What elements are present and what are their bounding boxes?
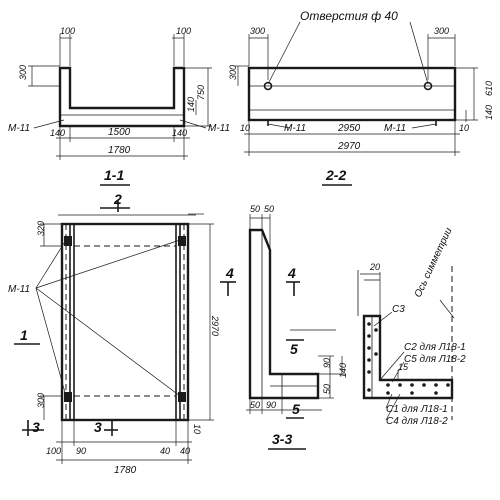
rebar-label-c1: С1 для Л18-1: [386, 404, 448, 415]
dim-plan-left-wall: 100: [46, 446, 61, 456]
detail-dim-15: 15: [398, 362, 409, 372]
section-2-2-outline: [247, 66, 457, 122]
section-3-3-outline: [248, 228, 320, 400]
plan-embed-bl-icon: [64, 392, 72, 402]
section-title-1-1: 1-1: [104, 167, 124, 183]
rebar-label-c2: С2 для Л18-1: [404, 342, 466, 353]
dim-1-1-bottom: 140: [186, 97, 196, 112]
detail-dim-top: 20: [369, 262, 380, 272]
dim-2-2-left-edge: 10: [240, 123, 250, 133]
hole-left-icon: [263, 81, 273, 91]
mark-3-3-five-a: 5: [290, 341, 298, 357]
rebar-dots: [367, 322, 450, 395]
mark-3-3-five-b: 5: [292, 401, 300, 417]
embed-label-1-1-left: M-11: [8, 123, 30, 134]
dim-plan-right-bottom: 10: [192, 424, 202, 434]
dim-3-3-right-c: 50: [322, 384, 332, 394]
dim-plan-right-wall: 40: [160, 446, 170, 456]
plan-embed-label: M-11: [8, 284, 30, 295]
plan-view: 2 1 3 3 M-11 320 2970 300 10 100 90 40 4…: [8, 191, 220, 476]
dim-1-1-inner-span: 1500: [108, 127, 131, 138]
embed-label-1-1-right: M-11: [208, 123, 230, 134]
dim-plan-bottom-offset: 300: [36, 393, 46, 408]
plan-embed-tr-icon: [178, 236, 186, 246]
dim-2-2-left-offset: 300: [250, 26, 265, 36]
dim-plan-overall: 1780: [114, 465, 137, 476]
rebar-detail: Ось симметрии 20 15 С3 С2 для Л18-1 С5 д…: [357, 226, 466, 427]
section-2-2: Отверстия ф 40 300 300 300 610 140 10 29…: [228, 9, 494, 186]
dim-3-3-bot-left: 50: [250, 400, 260, 410]
dim-2-2-top: 300: [228, 65, 238, 80]
section-3-3: 50 50 50 90 90 140 50 4 4 5 5 3-3: [220, 204, 348, 450]
plan-section-mark-2: 2: [113, 191, 122, 207]
rebar-label-c4: С4 для Л18-2: [386, 416, 448, 427]
section-1-1: 100 100 300 750 140 140 1500 140 1780 M-…: [8, 26, 230, 186]
section-1-1-outline: [58, 66, 186, 128]
dim-3-3-bot-mid: 90: [266, 400, 276, 410]
dim-1-1-wall-right: 100: [176, 26, 191, 36]
plan-section-mark-3-left: 3: [32, 419, 40, 435]
holes-label: Отверстия ф 40: [300, 9, 398, 23]
dim-3-3-top-right: 50: [264, 204, 274, 214]
rebar-label-c3: С3: [392, 304, 405, 315]
plan-embed-br-icon: [178, 392, 186, 402]
dim-plan-right-side: 40: [180, 446, 190, 456]
dim-plan-mid: 90: [76, 446, 86, 456]
dim-plan-top: 320: [36, 221, 46, 236]
plan-section-mark-3-mid: 3: [94, 419, 102, 435]
dim-1-1-height-top: 300: [18, 65, 28, 80]
hole-right-icon: [423, 81, 433, 91]
dim-3-3-right-b: 140: [338, 363, 348, 378]
dim-1-1-right-edge: 140: [172, 128, 187, 138]
plan-section-mark-1: 1: [20, 327, 28, 343]
mark-3-3-four-b: 4: [287, 265, 296, 281]
axis-label: Ось симметрии: [413, 226, 455, 299]
dim-2-2-height: 610: [484, 81, 494, 96]
plan-embed-tl-icon: [64, 236, 72, 246]
dim-plan-length: 2970: [210, 315, 220, 336]
dim-2-2-right-edge: 10: [459, 123, 469, 133]
mark-3-3-four-a: 4: [225, 265, 234, 281]
dim-2-2-right-offset: 300: [434, 26, 449, 36]
dim-1-1-wall-left: 100: [60, 26, 75, 36]
dim-1-1-overall: 1780: [108, 145, 131, 156]
embed-label-2-2-left: M-11: [284, 123, 306, 134]
dim-2-2-bottom: 140: [484, 105, 494, 120]
embed-label-2-2-right: M-11: [384, 123, 406, 134]
dim-1-1-height-total: 750: [196, 85, 206, 100]
dim-2-2-overall: 2970: [337, 141, 361, 152]
section-title-3-3: 3-3: [272, 431, 292, 447]
plan-outline: [60, 222, 190, 422]
rebar-label-c5: С5 для Л18-2: [404, 354, 466, 365]
dim-3-3-right-a: 90: [322, 358, 332, 368]
dim-1-1-left-edge: 140: [50, 128, 65, 138]
section-title-2-2: 2-2: [325, 167, 346, 183]
dim-2-2-inner: 2950: [337, 123, 361, 134]
dim-3-3-top-left: 50: [250, 204, 260, 214]
